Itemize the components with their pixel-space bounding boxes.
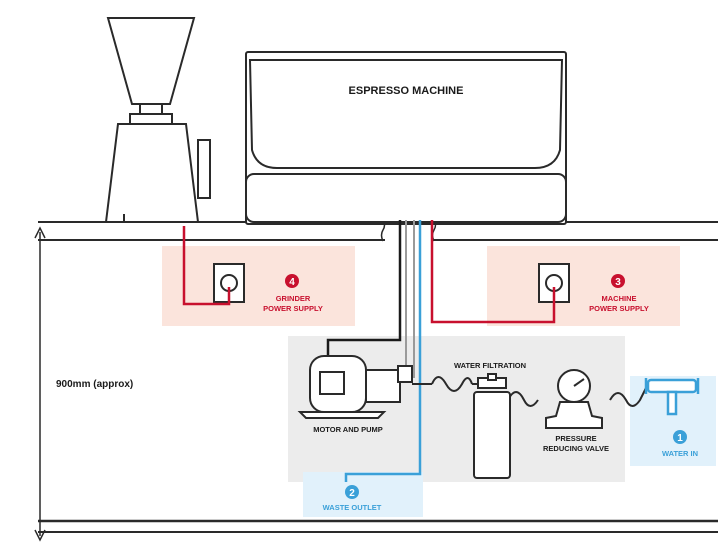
grinder-power-label-line1: GRINDER bbox=[276, 294, 311, 303]
machine-power-label-line1: MACHINE bbox=[602, 294, 637, 303]
water-in-label: WATER IN bbox=[662, 449, 698, 458]
svg-text:1: 1 bbox=[677, 433, 683, 444]
height-dimension-label: 900mm (approx) bbox=[56, 379, 133, 390]
machine-power-label-line2: POWER SUPPLY bbox=[589, 304, 649, 313]
waste-drain-pipe bbox=[344, 220, 422, 482]
waste-outlet-badge: 2 bbox=[345, 485, 359, 499]
pressure-valve-label-line2: REDUCING VALVE bbox=[543, 444, 609, 453]
motor-pump-illustration bbox=[297, 355, 432, 419]
floor bbox=[38, 519, 718, 533]
grinder-illustration bbox=[104, 17, 211, 223]
water-filtration-label: WATER FILTRATION bbox=[454, 361, 526, 370]
water-filter-illustration bbox=[473, 373, 511, 479]
grinder-power-cable bbox=[182, 226, 231, 306]
machine-power-cable bbox=[430, 220, 556, 324]
grinder-power-badge: 4 bbox=[285, 274, 299, 288]
motor-pump-label: MOTOR AND PUMP bbox=[313, 425, 383, 434]
svg-text:2: 2 bbox=[349, 488, 355, 499]
svg-text:4: 4 bbox=[289, 277, 295, 288]
height-dimension-arrow bbox=[34, 226, 46, 542]
espresso-machine-illustration bbox=[245, 51, 567, 225]
braided-water-hose bbox=[431, 376, 647, 407]
svg-text:3: 3 bbox=[615, 277, 621, 288]
water-in-badge: 1 bbox=[673, 430, 687, 444]
grinder-power-zone bbox=[162, 246, 355, 326]
machine-label: ESPRESSO MACHINE bbox=[349, 85, 464, 97]
grinder-power-label-line2: POWER SUPPLY bbox=[263, 304, 323, 313]
waste-outlet-label: WASTE OUTLET bbox=[323, 503, 382, 512]
pressure-valve-illustration bbox=[545, 369, 603, 429]
machine-power-badge: 3 bbox=[611, 274, 625, 288]
pump-feed-line bbox=[326, 220, 402, 356]
waste-outlet-zone bbox=[303, 472, 423, 517]
pressure-valve-label-line1: PRESSURE bbox=[555, 434, 596, 443]
water-tap-icon bbox=[644, 378, 700, 416]
machine-power-zone bbox=[487, 246, 680, 326]
